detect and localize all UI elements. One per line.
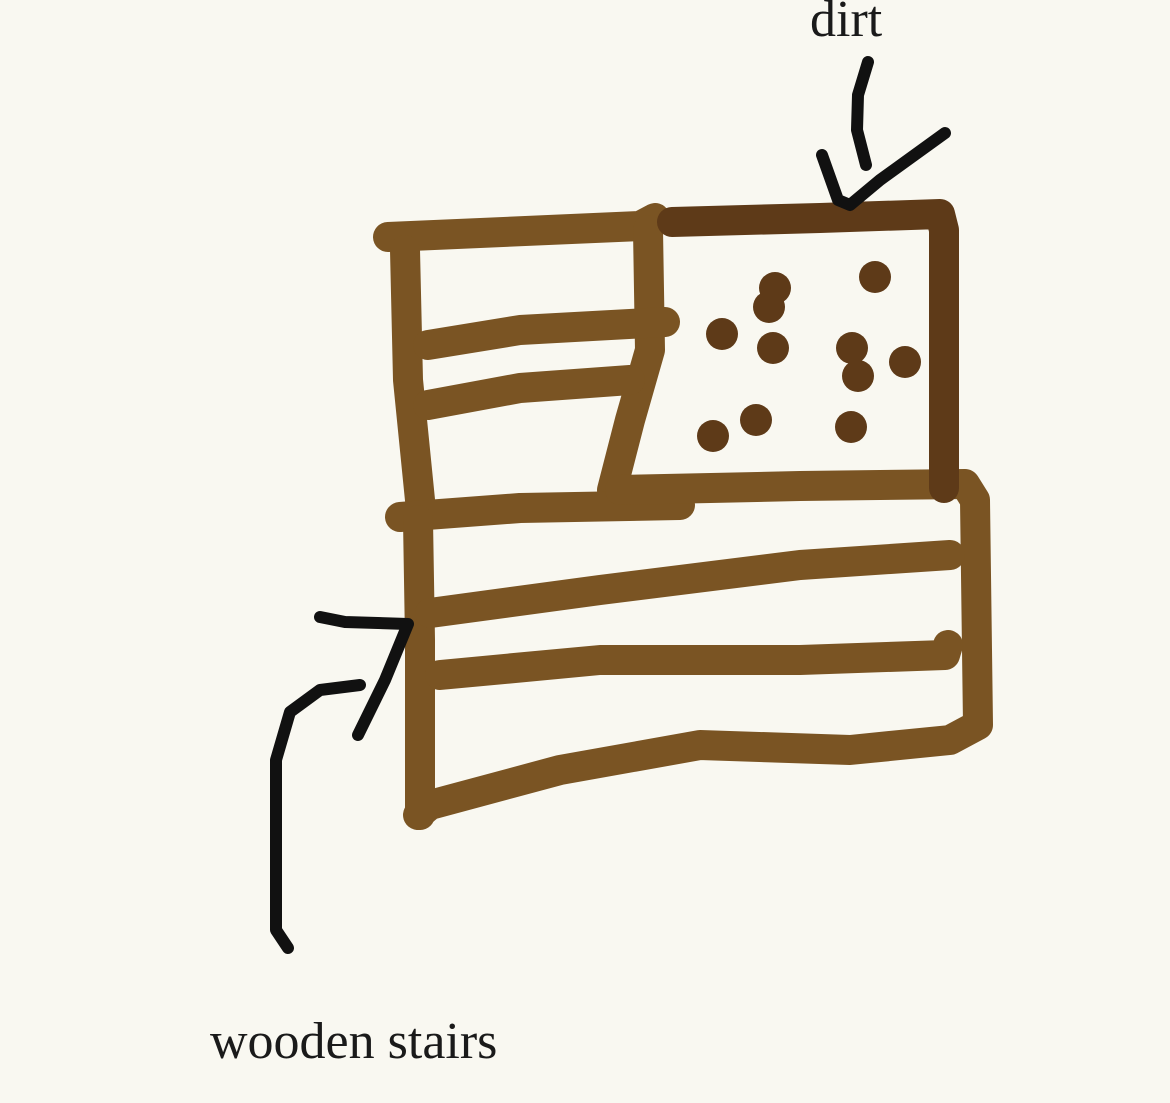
dirt-label: dirt bbox=[810, 0, 883, 48]
dirt-block bbox=[657, 199, 959, 503]
wooden-stairs-lower bbox=[403, 469, 993, 830]
stairs-arrow-icon bbox=[270, 611, 414, 954]
wooden-stairs-upper bbox=[373, 203, 695, 532]
dirt-arrow-icon bbox=[816, 56, 951, 211]
wooden-stairs-label: wooden stairs bbox=[210, 1013, 498, 1070]
dirt-dots bbox=[697, 261, 921, 452]
